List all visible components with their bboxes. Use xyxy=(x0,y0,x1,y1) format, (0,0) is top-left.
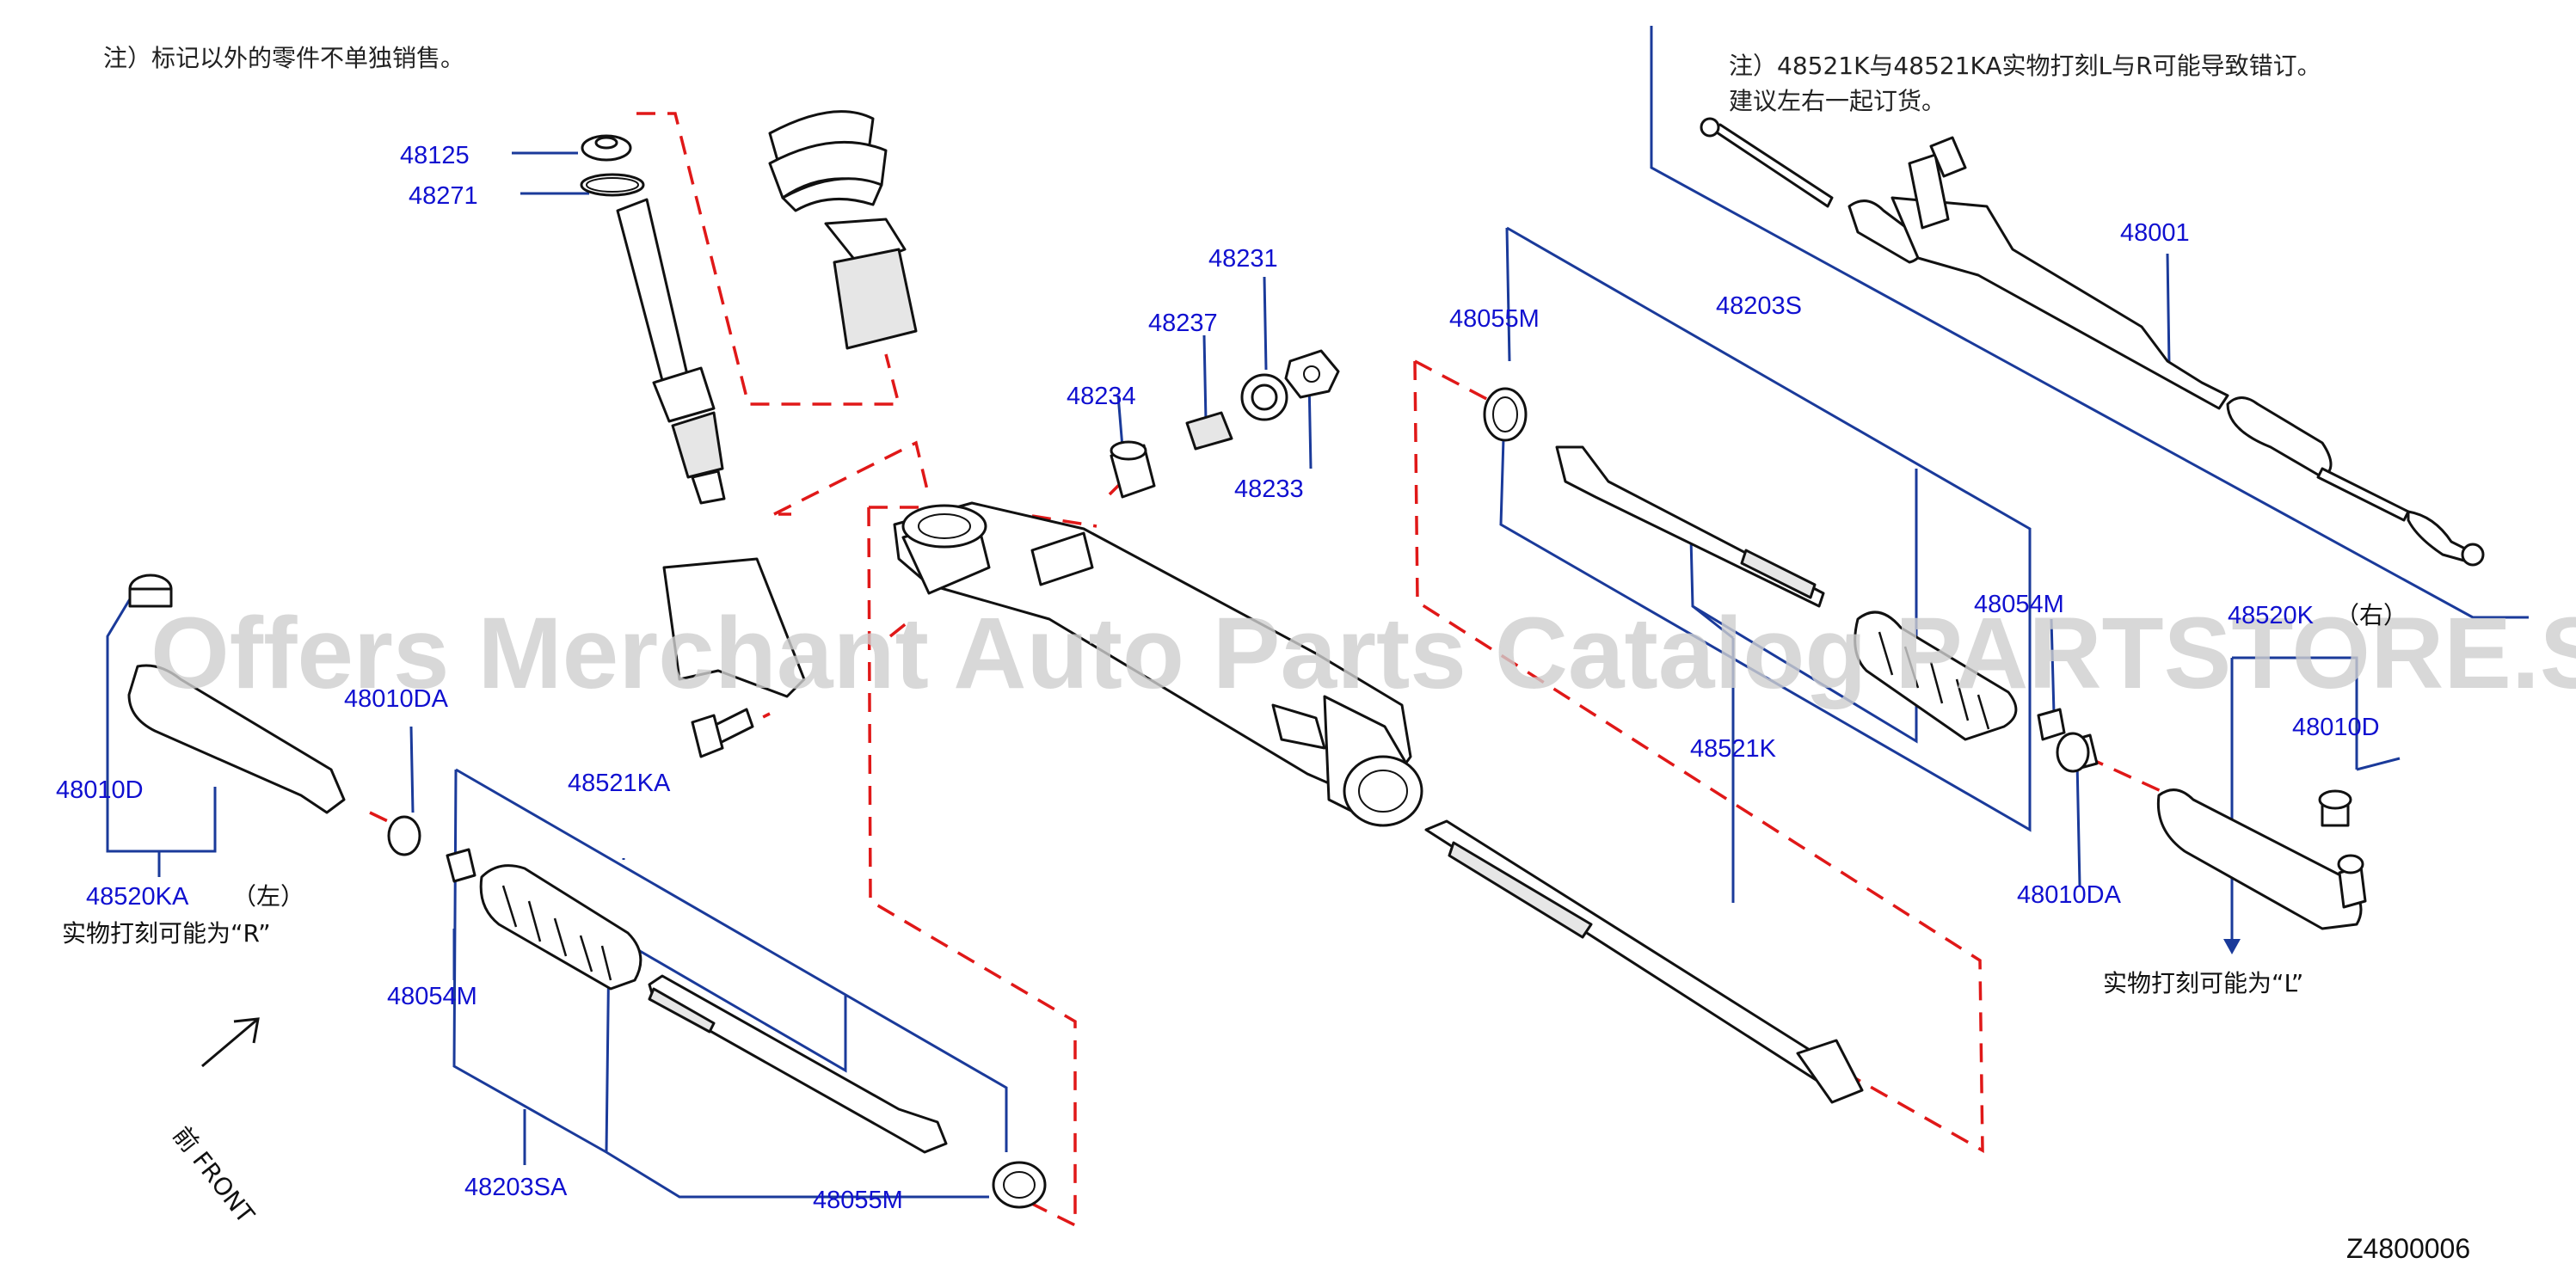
callout-48237[interactable]: 48237 xyxy=(1148,310,1218,337)
part-callouts: 48125 48271 48231 48237 48234 48233 4805… xyxy=(56,142,2407,1214)
inner-tie-rod-right xyxy=(1555,445,1825,608)
callout-48231[interactable]: 48231 xyxy=(1208,245,1278,273)
rack-guide-parts xyxy=(1110,349,1340,499)
callout-48203sa[interactable]: 48203SA xyxy=(464,1174,568,1201)
side-label-right: （右） xyxy=(2335,601,2407,629)
callout-48234[interactable]: 48234 xyxy=(1067,383,1136,410)
front-direction-indicator: 前 FRONT xyxy=(167,1017,261,1229)
gear-housing xyxy=(893,501,1423,827)
callout-48010da-left[interactable]: 48010DA xyxy=(344,685,449,713)
front-label: 前 FRONT xyxy=(167,1121,260,1229)
heat-shield-and-bolt xyxy=(662,557,806,758)
stamp-arrow-head xyxy=(2223,939,2241,954)
note-top-right-line1: 注）48521K与48521KA实物打刻L与R可能导致错订。 xyxy=(1729,52,2321,80)
callout-48271[interactable]: 48271 xyxy=(409,182,478,210)
clamp-right xyxy=(1483,387,1528,442)
callout-48125[interactable]: 48125 xyxy=(400,142,470,169)
diagram-code: Z4800006 xyxy=(2346,1233,2470,1264)
inner-tie-rod-left xyxy=(648,974,948,1154)
stamp-note-right: 实物打刻可能为“L” xyxy=(2103,969,2303,997)
note-top-right-line2: 建议左右一起订货。 xyxy=(1729,87,1946,115)
outer-tie-rod-end-left xyxy=(127,574,421,856)
alignment-dashed-lines xyxy=(369,112,2177,1228)
callout-48521k[interactable]: 48521K xyxy=(1690,735,1777,763)
callout-48520ka[interactable]: 48520KA xyxy=(86,883,189,911)
callout-48010da-right[interactable]: 48010DA xyxy=(2017,881,2122,909)
callout-48010d-right[interactable]: 48010D xyxy=(2292,714,2380,741)
input-shaft-assembly xyxy=(580,134,726,505)
callout-48010d-left[interactable]: 48010D xyxy=(56,776,144,804)
bellows-boot-left xyxy=(446,848,642,991)
callout-48520k[interactable]: 48520K xyxy=(2228,602,2315,629)
callout-48054m-right[interactable]: 48054M xyxy=(1974,591,2064,618)
callout-48054m-left[interactable]: 48054M xyxy=(387,983,477,1010)
note-top-left: 注）标记以外的零件不单独销售。 xyxy=(103,44,464,72)
outer-tie-rod-end-right xyxy=(2056,732,2367,930)
callout-48233[interactable]: 48233 xyxy=(1234,475,1304,503)
callout-48001[interactable]: 48001 xyxy=(2120,219,2190,247)
watermark: Offers Merchant Auto Parts Catalog PARTS… xyxy=(151,597,2576,710)
callout-48055m-top[interactable]: 48055M xyxy=(1449,305,1540,333)
gear-assembly-complete xyxy=(1700,117,2485,567)
leader-lines xyxy=(106,26,2529,1199)
callout-48203s[interactable]: 48203S xyxy=(1716,292,1802,320)
clamp-left xyxy=(992,1161,1047,1209)
callout-48055m-bottom[interactable]: 48055M xyxy=(813,1187,903,1214)
stamp-note-left: 实物打刻可能为“R” xyxy=(62,919,271,948)
callout-48521ka[interactable]: 48521KA xyxy=(568,770,671,797)
dust-boot-assembly xyxy=(768,110,918,350)
side-label-left: （左） xyxy=(232,882,304,911)
rack-bar xyxy=(1424,819,1864,1104)
